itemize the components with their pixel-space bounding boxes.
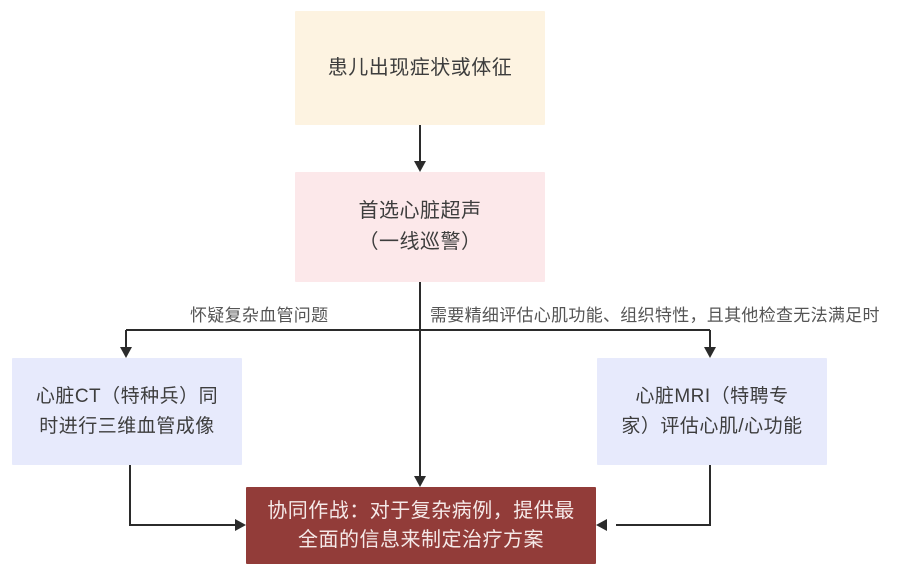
node-joint-operation: 协同作战：对于复杂病例，提供最 全面的信息来制定治疗方案 [246,487,596,564]
arrowhead-into-ultrasound [414,161,426,172]
arrowhead-into-joint-right [596,519,607,531]
node-symptoms: 患儿出现症状或体征 [295,11,545,125]
arrowhead-into-joint-top [414,476,426,487]
connector-mri-to-joint [616,465,711,526]
node-cardiac-mri: 心脏MRI（特聘专 家）评估心肌/心功能 [597,358,827,465]
edge-label-need-fine-myocardial-assessment: 需要精细评估心肌功能、组织特性，且其他检查无法满足时 [430,306,880,325]
node-cardiac-ct: 心脏CT（特种兵）同 时进行三维血管成像 [12,358,242,465]
connector-ct-to-joint [129,465,237,526]
arrowhead-into-joint-left [235,519,246,531]
arrowhead-into-ct [120,347,132,358]
arrowhead-into-mri [704,347,716,358]
node-ultrasound-first-choice: 首选心脏超声 （一线巡警） [295,172,545,282]
edge-label-suspected-vascular-problem: 怀疑复杂血管问题 [190,306,329,325]
